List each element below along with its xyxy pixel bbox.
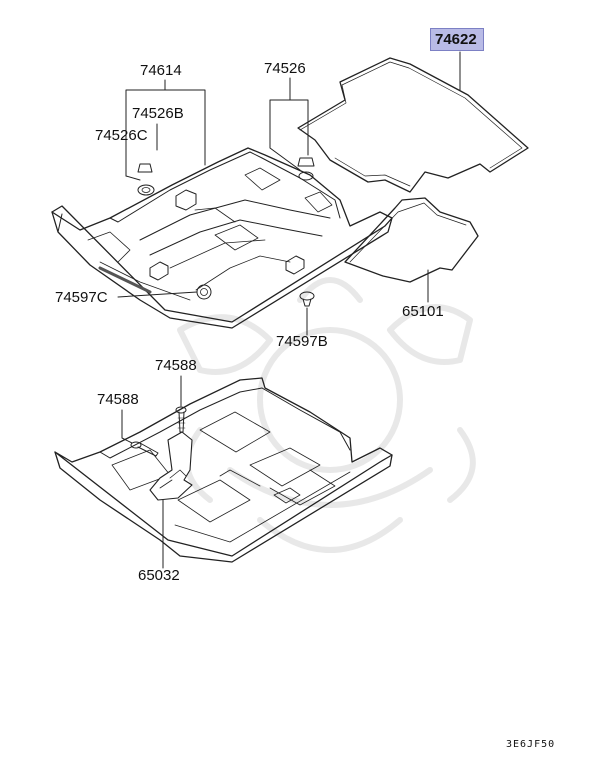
- part-label-65032[interactable]: 65032: [138, 567, 180, 584]
- clip-74597b[interactable]: [299, 291, 315, 307]
- part-label-74526[interactable]: 74526: [264, 60, 306, 77]
- part-label-74588-top[interactable]: 74588: [155, 357, 197, 374]
- clip-74526[interactable]: [297, 157, 315, 181]
- lower-floor-carpet[interactable]: [54, 377, 393, 563]
- part-label-74597b[interactable]: 74597B: [276, 333, 328, 350]
- part-label-74597c[interactable]: 74597C: [55, 289, 108, 306]
- part-label-74588-left[interactable]: 74588: [97, 391, 139, 408]
- clip-74526c[interactable]: [137, 163, 155, 196]
- part-label-74526c[interactable]: 74526C: [95, 127, 148, 144]
- part-label-74526b[interactable]: 74526B: [132, 105, 184, 122]
- diagram-code: 3E6JF50: [506, 739, 556, 750]
- watermark-emblem: [177, 277, 476, 553]
- floor-mat-74622[interactable]: [297, 57, 529, 193]
- bracket-65032[interactable]: [149, 431, 193, 501]
- floor-carpet-assembly-74614[interactable]: [51, 147, 393, 329]
- part-label-74622[interactable]: 74622: [430, 28, 484, 51]
- part-label-74614[interactable]: 74614: [140, 62, 182, 79]
- part-label-65101[interactable]: 65101: [402, 303, 444, 320]
- screw-74588-left[interactable]: [130, 441, 159, 457]
- floor-mat-65101[interactable]: [344, 197, 479, 283]
- screw-74588-top[interactable]: [175, 406, 187, 433]
- leader-lines: [117, 51, 461, 569]
